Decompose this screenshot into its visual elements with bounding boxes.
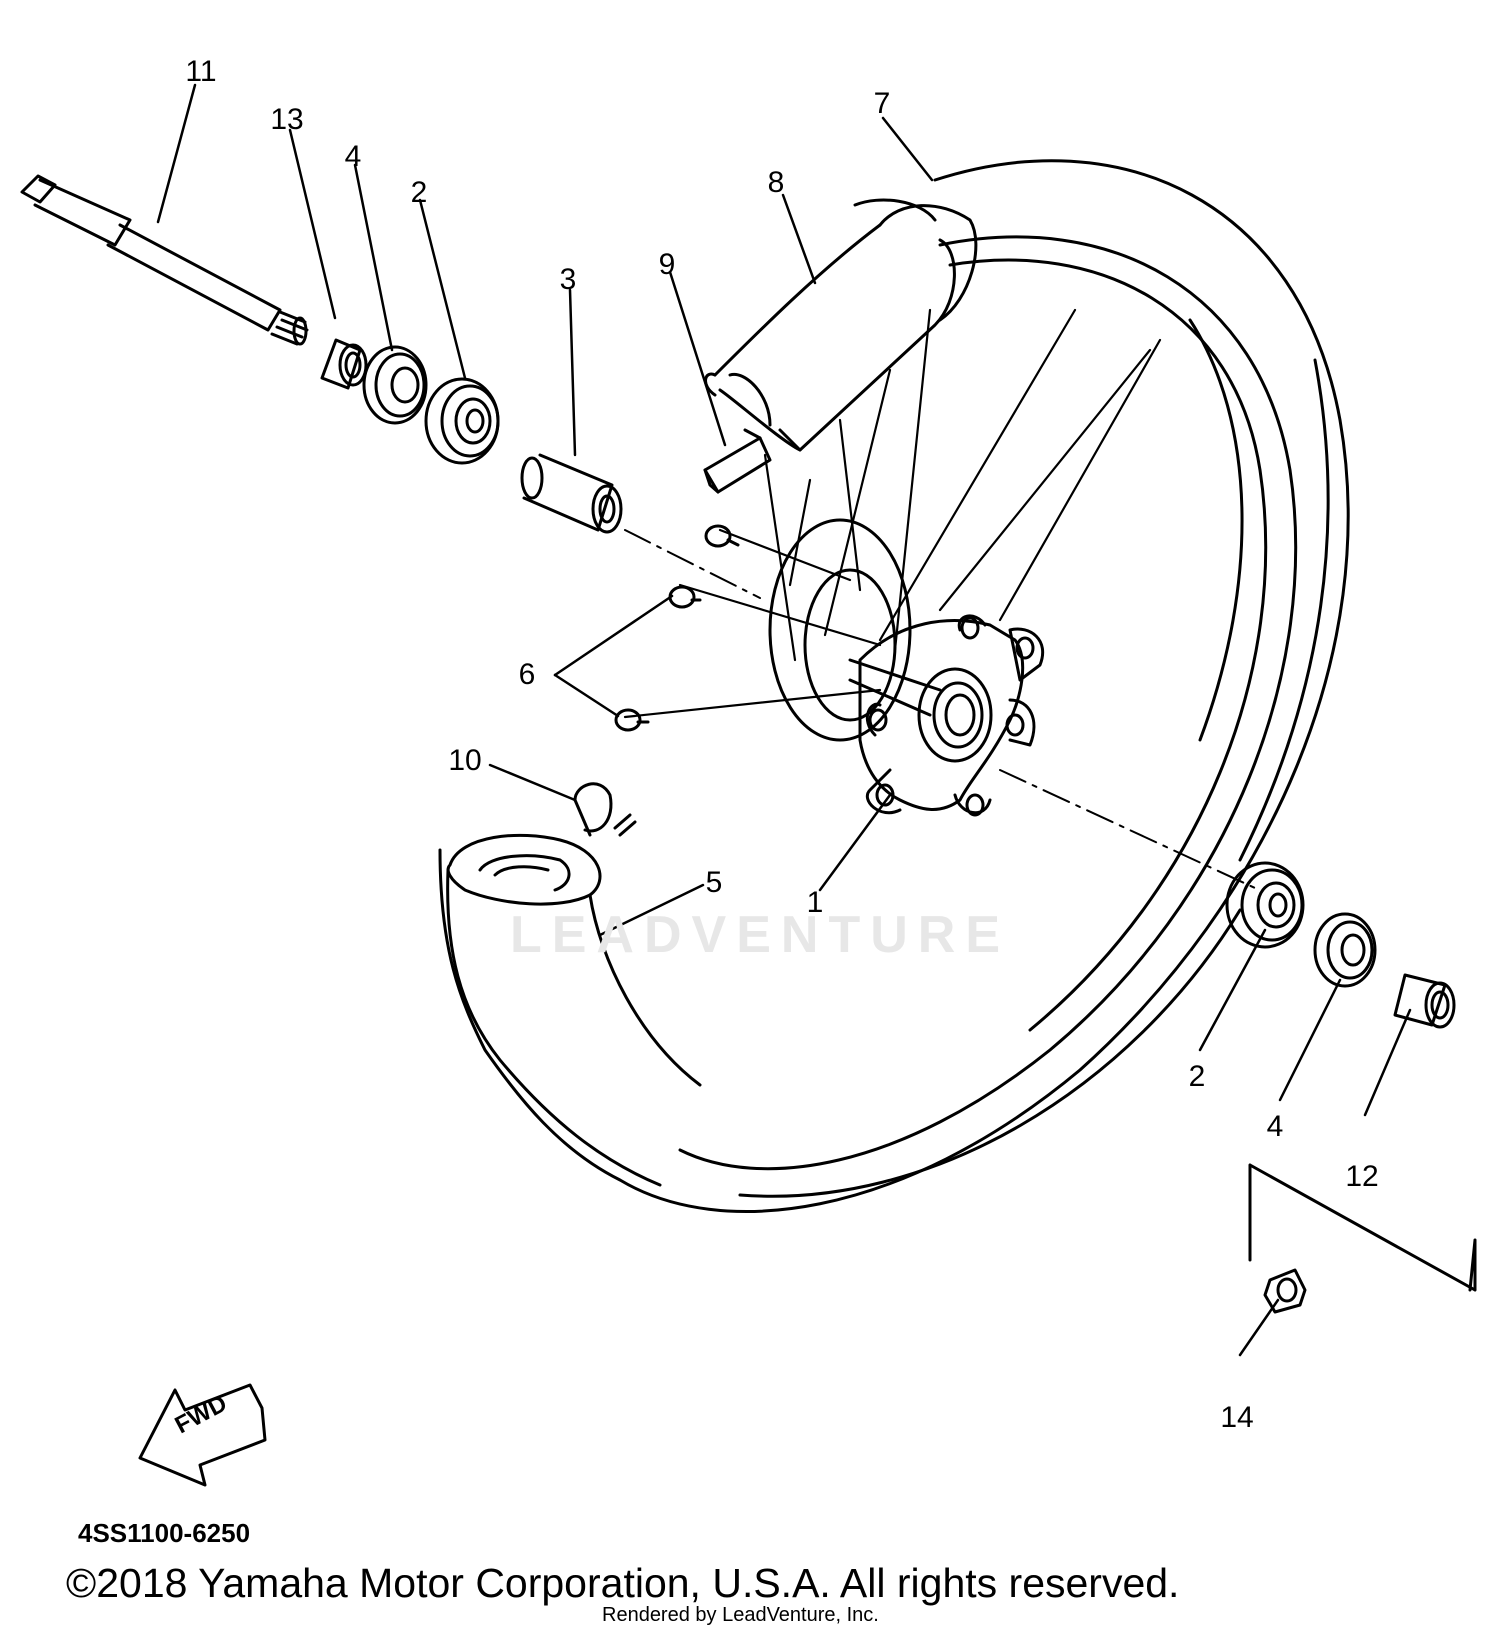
collar-13 bbox=[320, 338, 368, 390]
callout-8: 8 bbox=[767, 166, 785, 199]
callout-6: 6 bbox=[518, 658, 536, 691]
axle-nut-14 bbox=[1248, 1163, 1477, 1314]
callout-4-left: 4 bbox=[344, 140, 362, 173]
rim-band-8 bbox=[704, 198, 978, 452]
axle bbox=[20, 174, 309, 346]
rendered-by-note: Rendered by LeadVenture, Inc. bbox=[602, 1604, 879, 1626]
tire-7 bbox=[438, 159, 1350, 1213]
watermark-text: LEADVENTURE bbox=[509, 906, 1011, 964]
callout-5: 5 bbox=[705, 866, 723, 899]
callout-9: 9 bbox=[658, 248, 676, 281]
part-code: 4SS1100-6250 bbox=[78, 1518, 251, 1548]
inner-tube-10 bbox=[573, 782, 637, 837]
axle-centerline bbox=[624, 529, 1256, 889]
bearing-2-right bbox=[1225, 861, 1305, 949]
callout-10: 10 bbox=[448, 744, 482, 777]
oil-seal-4-left bbox=[362, 345, 428, 425]
hub-1 bbox=[768, 518, 1045, 817]
spacer-3 bbox=[520, 453, 623, 534]
callout-2-right: 2 bbox=[1188, 1060, 1206, 1093]
leader-lines bbox=[156, 83, 1412, 1357]
callout-1: 1 bbox=[806, 886, 824, 919]
collar-12 bbox=[1393, 973, 1456, 1029]
spoke-nipples-6 bbox=[614, 524, 740, 732]
spokes bbox=[623, 308, 1162, 719]
callout-7: 7 bbox=[873, 87, 891, 120]
callout-14: 14 bbox=[1220, 1401, 1254, 1434]
fwd-arrow-icon bbox=[138, 1383, 267, 1487]
copyright-notice: ©2018 Yamaha Motor Corporation, U.S.A. A… bbox=[66, 1560, 1180, 1606]
callout-2-left: 2 bbox=[410, 176, 428, 209]
callout-3: 3 bbox=[559, 263, 577, 296]
oil-seal-4-right bbox=[1313, 912, 1377, 988]
callout-13: 13 bbox=[270, 103, 304, 136]
callout-4-right: 4 bbox=[1266, 1110, 1284, 1143]
callout-11: 11 bbox=[185, 55, 217, 88]
valve-9 bbox=[703, 428, 772, 494]
bearing-2-left bbox=[424, 377, 500, 465]
rim-5 bbox=[446, 833, 702, 1187]
callout-12: 12 bbox=[1345, 1160, 1379, 1193]
